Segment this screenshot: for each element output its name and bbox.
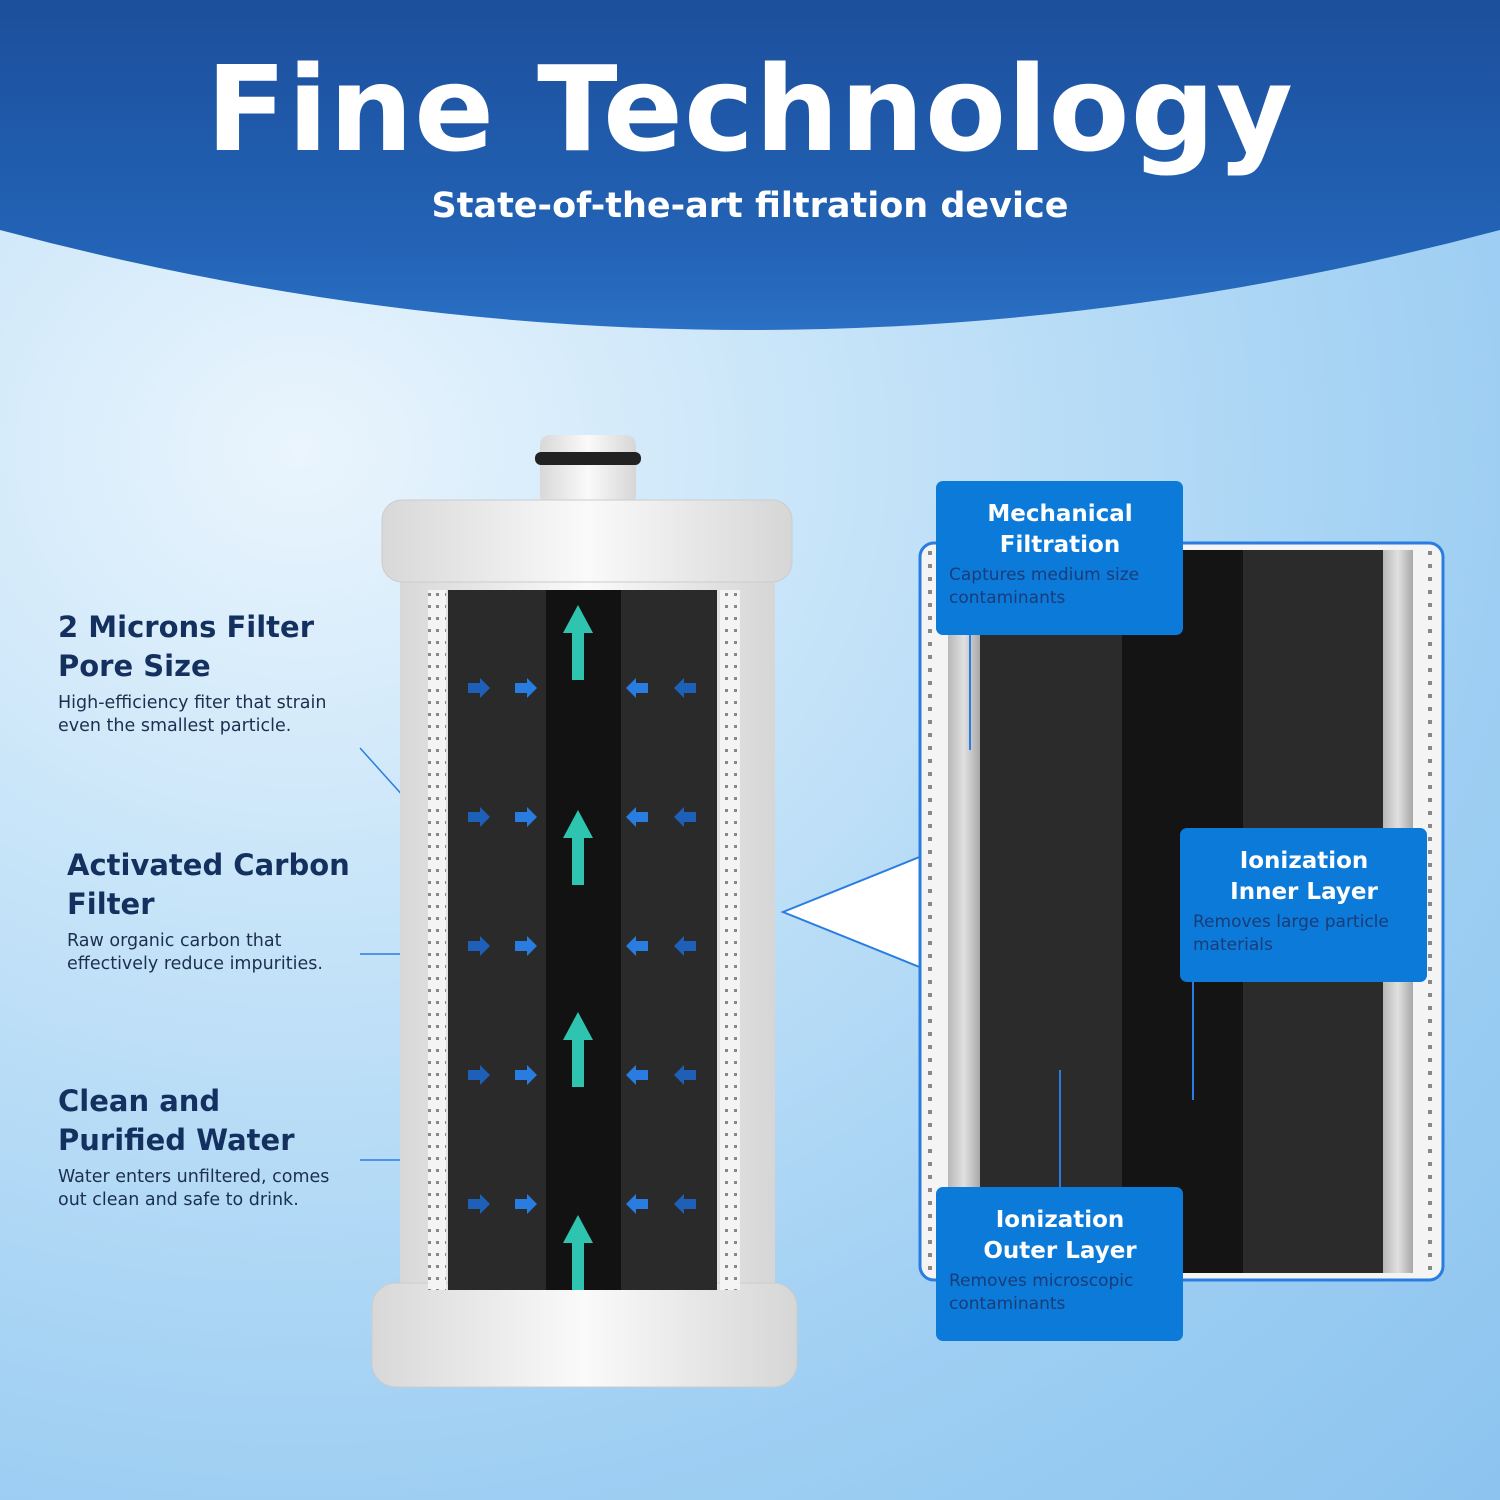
box-title: Mechanical <box>987 501 1133 527</box>
box-title: Outer Layer <box>983 1238 1137 1264</box>
box-desc: Captures medium size contaminants <box>949 565 1140 608</box>
right-arrow-icon <box>468 1065 490 1085</box>
feature-title: Filter <box>67 887 155 921</box>
right-arrow-icon <box>515 807 537 827</box>
left-arrow-icon <box>674 807 696 827</box>
right-arrow-icon <box>515 936 537 956</box>
right-arrow-icon <box>468 1194 490 1214</box>
up-arrow-icon <box>563 1012 593 1087</box>
left-arrow-icon <box>626 936 648 956</box>
left-arrow-icon <box>626 1065 648 1085</box>
right-arrow-icon <box>468 936 490 956</box>
feature-desc: Water enters unfiltered, comes <box>58 1167 330 1187</box>
feature-desc: even the smallest particle. <box>58 716 292 736</box>
up-arrow-icon <box>563 1215 593 1290</box>
feature-desc: out clean and safe to drink. <box>58 1190 299 1210</box>
up-arrow-icon <box>563 810 593 885</box>
right-arrow-icon <box>515 678 537 698</box>
right-arrow-icon <box>468 807 490 827</box>
left-arrow-icon <box>674 1065 696 1085</box>
feature-title: Activated Carbon <box>67 848 350 882</box>
right-arrow-icon <box>468 678 490 698</box>
right-arrow-icon <box>515 1065 537 1085</box>
feature-title: Clean and <box>58 1084 221 1118</box>
box-title: Ionization <box>1239 848 1369 874</box>
box-desc: Removes microscopic contaminants <box>949 1271 1134 1314</box>
left-arrow-icon <box>674 936 696 956</box>
right-arrow-icon <box>515 1194 537 1214</box>
up-arrow-icon <box>563 605 593 680</box>
header-banner <box>0 0 1500 330</box>
left-arrow-icon <box>626 678 648 698</box>
flow-arrows <box>468 605 696 1290</box>
feature-title: 2 Microns Filter <box>58 610 315 644</box>
page-subtitle: State-of-the-art filtration device <box>431 186 1069 226</box>
page-title: Fine Technology <box>206 40 1294 178</box>
filter-cartridge <box>371 435 798 1388</box>
box-title: Inner Layer <box>1230 879 1378 905</box>
feature-desc: High-efficiency fiter that strain <box>58 693 327 713</box>
box-desc: Removes large particle materials <box>1193 912 1389 955</box>
box-title: Ionization <box>995 1207 1125 1233</box>
feature-desc: Raw organic carbon that <box>67 931 282 951</box>
feature-desc: effectively reduce impurities. <box>67 954 323 974</box>
left-arrow-icon <box>674 1194 696 1214</box>
feature-title: Purified Water <box>58 1123 295 1157</box>
box-title: Filtration <box>999 532 1121 558</box>
left-arrow-icon <box>674 678 696 698</box>
left-arrow-icon <box>626 1194 648 1214</box>
left-arrow-icon <box>626 807 648 827</box>
feature-title: Pore Size <box>58 649 211 683</box>
zoom-pointer <box>780 854 923 970</box>
